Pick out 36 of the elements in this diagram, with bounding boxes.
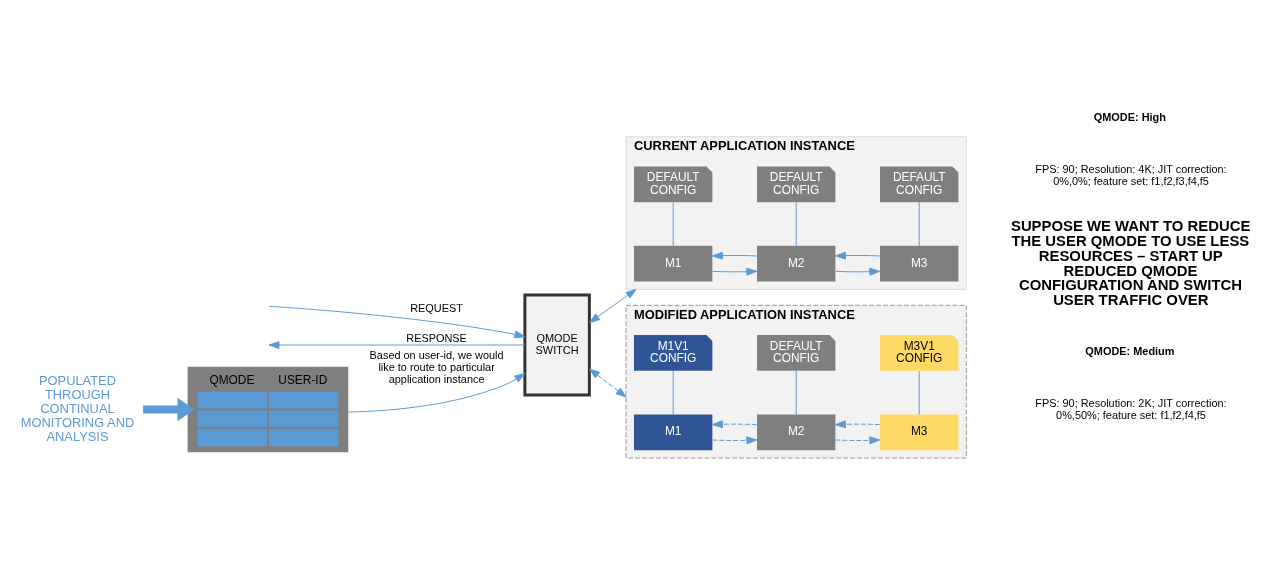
arrow: [347, 372, 526, 413]
node-box: M3: [880, 413, 959, 450]
node-box: M3: [880, 245, 959, 281]
arrow: [835, 267, 881, 276]
node-box: QMODE SWITCH: [523, 292, 591, 397]
arrow: [268, 305, 526, 338]
arrow: [589, 368, 627, 397]
arrow: [589, 288, 637, 323]
label: QMODE: Medium: [1085, 344, 1175, 357]
node-box: M2: [757, 245, 836, 281]
node-text: POPULATED THROUGH CONTINUAL MONITORING AND ANALYSIS: [20, 372, 135, 444]
arrow: [268, 340, 526, 349]
arrow: [711, 251, 758, 260]
edge-label: Based on user-id, we would like to route to particular application instance: [369, 348, 504, 384]
arrow: [711, 435, 758, 444]
node-box: M2: [757, 413, 836, 450]
node-box: M1: [634, 245, 713, 281]
connector: [672, 201, 674, 246]
arrow: [835, 419, 881, 428]
edge-label: REQUEST: [410, 301, 463, 314]
arrow: [835, 251, 881, 260]
label: FPS: 90; Resolution: 2K; JIT correction: 0%,50%; feature set: f1,f2,f4,f5: [1035, 396, 1227, 421]
arrow: [711, 419, 758, 428]
edge-label: RESPONSE: [406, 331, 467, 344]
label: QMODE: High: [1093, 110, 1166, 123]
connector: [795, 201, 797, 246]
arrow: [835, 435, 881, 444]
node-box: QMODE USER-ID: [187, 366, 349, 452]
label: FPS: 90; Resolution: 4K; JIT correction: 0%,0%; feature set: f1,f2,f3,f4,f5: [1035, 162, 1227, 187]
connector: [918, 201, 920, 246]
label: SUPPOSE WE WANT TO REDUCE THE USER QMODE TO USE LESS RESOURCES – START UP REDUCED QMODE CONFIGURATION AND SWITCH USER TRAFFIC OVER: [1010, 217, 1251, 308]
arrow: [711, 267, 758, 276]
node-box: M1: [634, 413, 713, 450]
connector: [672, 370, 674, 415]
connector: [795, 370, 797, 415]
connector: [918, 370, 920, 415]
